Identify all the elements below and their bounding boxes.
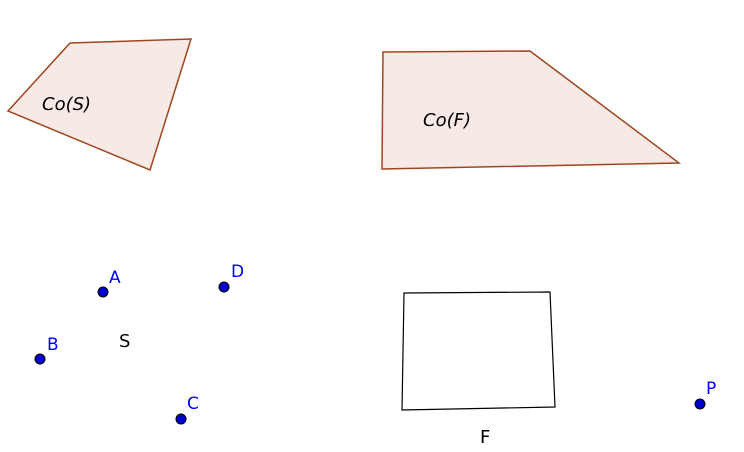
point-c[interactable]: C — [175, 394, 199, 425]
point-p[interactable]: P — [694, 379, 716, 410]
shape-f-polygon — [401, 291, 556, 411]
set-s-label: S — [119, 331, 130, 352]
point-p-label: P — [706, 379, 716, 399]
point-b-marker[interactable] — [34, 353, 46, 365]
point-d-label: D — [231, 262, 244, 282]
point-a-marker[interactable] — [97, 286, 109, 298]
point-d[interactable]: D — [218, 262, 244, 293]
point-a[interactable]: A — [97, 268, 121, 298]
hull-of-f-polygon — [381, 50, 682, 170]
shape-f: F — [401, 291, 556, 448]
point-a-label: A — [109, 268, 121, 288]
point-b-label: B — [47, 335, 59, 355]
point-b[interactable]: B — [34, 335, 59, 365]
point-c-marker[interactable] — [175, 413, 187, 425]
hull-of-f: Co(F) — [381, 50, 682, 170]
hull-of-s-polygon — [6, 38, 193, 172]
point-d-marker[interactable] — [218, 281, 230, 293]
point-c-label: C — [187, 394, 199, 414]
hull-of-s: Co(S) — [6, 38, 193, 172]
point-p-marker[interactable] — [694, 398, 706, 410]
shape-f-label: F — [480, 427, 490, 448]
hull-of-f-label: Co(F) — [423, 110, 471, 131]
hull-of-s-label: Co(S) — [42, 94, 91, 115]
